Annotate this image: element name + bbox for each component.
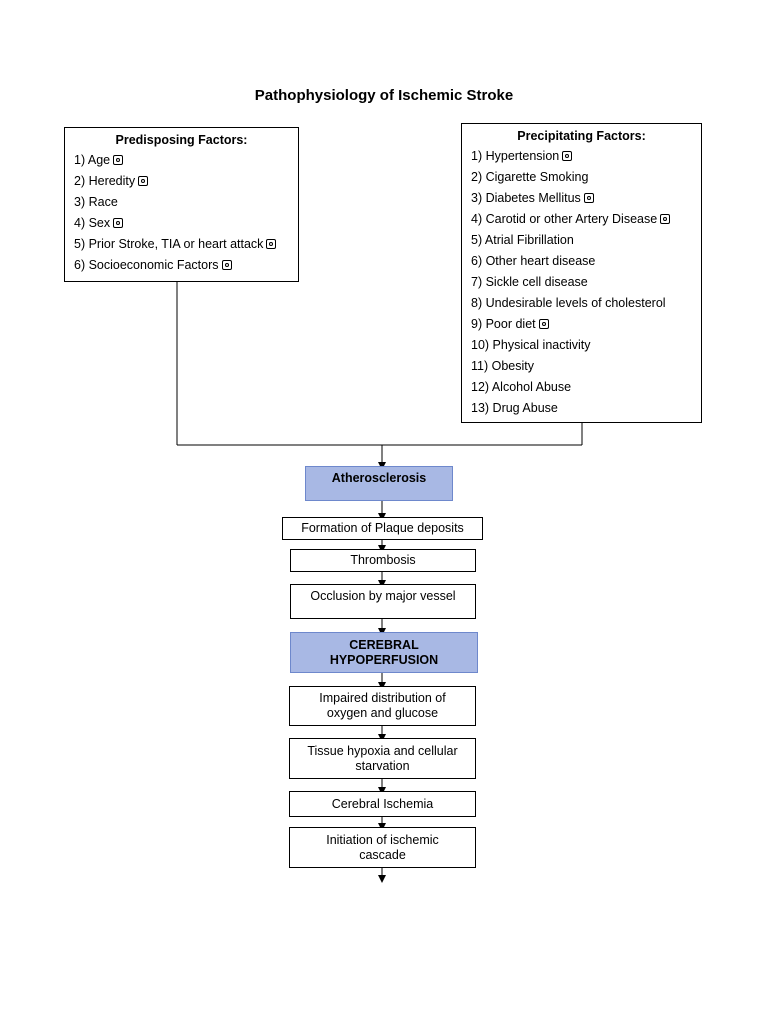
predisposing-factor-item: 1) Age [65, 150, 298, 171]
impaired-distribution-label: Impaired distribution of oxygen and gluc… [319, 691, 446, 720]
gear-icon [221, 260, 232, 270]
cerebral-ischemia-label: Cerebral Ischemia [331, 796, 434, 811]
predisposing-factor-item: 2) Heredity [65, 171, 298, 192]
precipitating-factor-item: 9) Poor diet [462, 314, 701, 335]
gear-icon [138, 176, 149, 186]
precipitating-factor-item: 1) Hypertension [462, 146, 701, 167]
precipitating-factor-item-text: 12) Alcohol Abuse [471, 380, 572, 394]
atherosclerosis-node: Atherosclerosis [305, 466, 453, 501]
predisposing-factors-box: Predisposing Factors: 1) Age 2) Heredity 3… [64, 127, 299, 282]
precipitating-factor-item: 13) Drug Abuse [462, 398, 701, 419]
predisposing-factor-item: 3) Race [65, 192, 298, 213]
predisposing-factor-item: 5) Prior Stroke, TIA or heart attack [65, 234, 298, 255]
precipitating-factor-item-text: 3) Diabetes Mellitus [471, 191, 581, 205]
impaired-distribution-node: Impaired distribution of oxygen and gluc… [289, 686, 476, 726]
precipitating-factor-item-text: 7) Sickle cell disease [471, 275, 588, 289]
precipitating-factor-item-text: 10) Physical inactivity [471, 338, 591, 352]
plaque-formation-node: Formation of Plaque deposits [282, 517, 483, 540]
gear-icon [538, 319, 549, 329]
predisposing-factor-item: 6) Socioeconomic Factors [65, 255, 298, 276]
predisposing-factor-item-text: 1) Age [74, 153, 111, 167]
precipitating-factor-item-text: 9) Poor diet [471, 317, 536, 331]
precipitating-factor-item: 10) Physical inactivity [462, 335, 701, 356]
precipitating-factor-item: 6) Other heart disease [462, 251, 701, 272]
precipitating-factor-item: 8) Undesirable levels of cholesterol [462, 293, 701, 314]
precipitating-factor-item: 3) Diabetes Mellitus [462, 188, 701, 209]
predisposing-factor-item-text: 5) Prior Stroke, TIA or heart attack [74, 237, 264, 251]
predisposing-factor-item-text: 2) Heredity [74, 174, 136, 188]
precipitating-factor-item: 7) Sickle cell disease [462, 272, 701, 293]
precipitating-factor-item-text: 4) Carotid or other Artery Disease [471, 212, 658, 226]
occlusion-node: Occlusion by major vessel [290, 584, 476, 619]
gear-icon [113, 155, 124, 165]
predisposing-factor-item-text: 3) Race [74, 195, 118, 209]
gear-icon [113, 218, 124, 228]
precipitating-factor-item: 5) Atrial Fibrillation [462, 230, 701, 251]
predisposing-factor-item-text: 4) Sex [74, 216, 111, 230]
precipitating-factor-item-text: 11) Obesity [471, 359, 534, 373]
predisposing-factor-item-text: 6) Socioeconomic Factors [74, 258, 219, 272]
precipitating-factor-item-text: 13) Drug Abuse [471, 401, 558, 415]
predisposing-factors-list: 1) Age 2) Heredity 3) Race 4) Sex 5) Prior S… [65, 150, 298, 276]
precipitating-factor-item-text: 2) Cigarette Smoking [471, 170, 589, 184]
predisposing-factors-header: Predisposing Factors: [115, 133, 248, 147]
cerebral-ischemia-node: Cerebral Ischemia [289, 791, 476, 817]
plaque-formation-label: Formation of Plaque deposits [301, 521, 464, 535]
gear-icon [583, 193, 594, 203]
precipitating-factor-item: 2) Cigarette Smoking [462, 167, 701, 188]
precipitating-factor-item-text: 6) Other heart disease [471, 254, 596, 268]
precipitating-factors-box: Precipitating Factors: 1) Hypertension 2)… [461, 123, 702, 423]
ischemic-cascade-node: Initiation of ischemic cascade [289, 827, 476, 868]
precipitating-factors-header: Precipitating Factors: [517, 129, 646, 143]
atherosclerosis-label: Atherosclerosis [331, 471, 427, 485]
predisposing-factor-item: 4) Sex [65, 213, 298, 234]
ischemic-cascade-label: Initiation of ischemic cascade [326, 832, 439, 862]
thrombosis-node: Thrombosis [290, 549, 476, 572]
cerebral-hypoperfusion-label: CEREBRAL HYPOPERFUSION [329, 637, 439, 667]
precipitating-factor-item-text: 5) Atrial Fibrillation [471, 233, 574, 247]
precipitating-factor-item-text: 1) Hypertension [471, 149, 560, 163]
gear-icon [266, 239, 277, 249]
thrombosis-label: Thrombosis [350, 553, 416, 567]
precipitating-factors-list: 1) Hypertension 2) Cigarette Smoking 3) Di… [462, 146, 701, 419]
tissue-hypoxia-node: Tissue hypoxia and cellular starvation [289, 738, 476, 779]
precipitating-factor-item: 11) Obesity [462, 356, 701, 377]
precipitating-factor-item: 4) Carotid or other Artery Disease [462, 209, 701, 230]
occlusion-label: Occlusion by major vessel [310, 589, 456, 603]
tissue-hypoxia-label: Tissue hypoxia and cellular starvation [307, 743, 458, 773]
gear-icon [660, 214, 671, 224]
diagram-title: Pathophysiology of Ischemic Stroke [254, 87, 514, 104]
precipitating-factor-item: 12) Alcohol Abuse [462, 377, 701, 398]
gear-icon [562, 151, 573, 161]
precipitating-factor-item-text: 8) Undesirable levels of cholesterol [471, 296, 666, 310]
cerebral-hypoperfusion-node: CEREBRAL HYPOPERFUSION [290, 632, 478, 673]
